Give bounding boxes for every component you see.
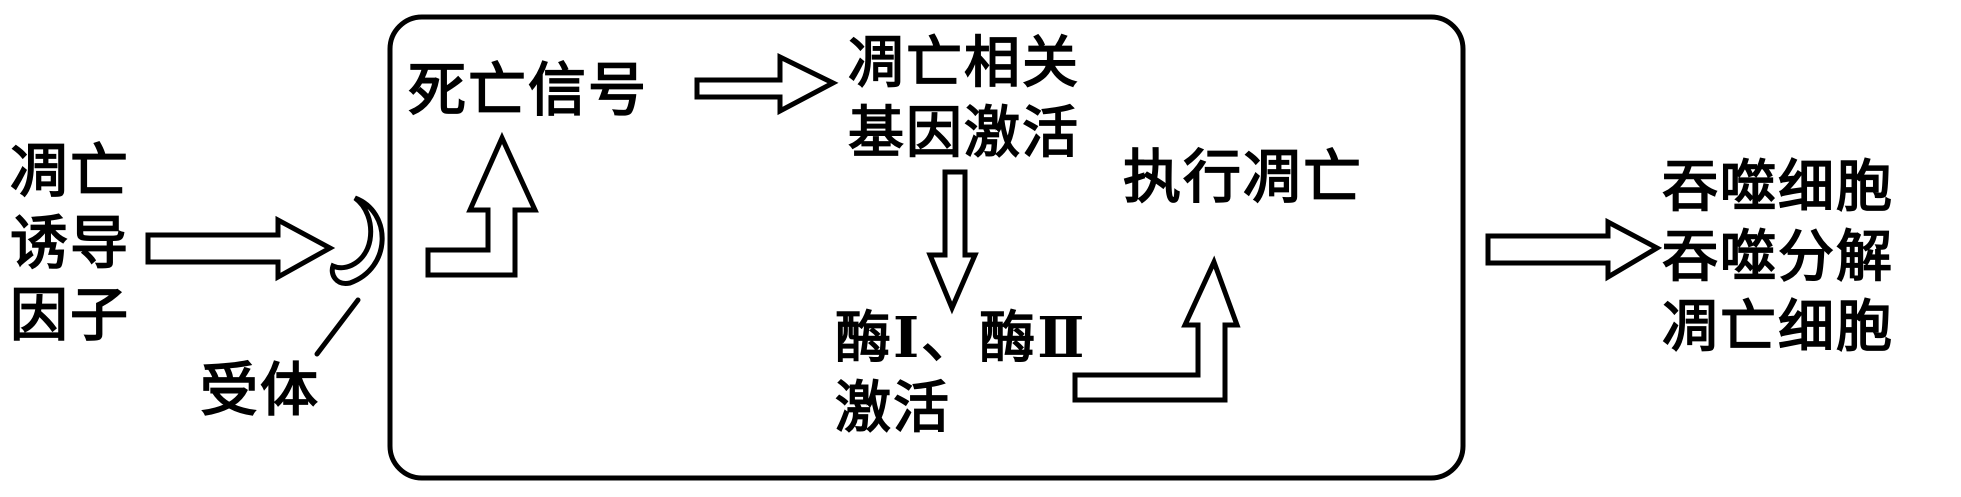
gene-activation-line: 基因激活	[848, 100, 1080, 166]
cell-boundary	[387, 14, 1466, 481]
enzyme-activation-line: 酶Ⅰ、酶Ⅱ	[835, 305, 1087, 371]
enzyme-activation-label: 酶Ⅰ、酶Ⅱ 激活	[835, 303, 1086, 443]
execute-apoptosis-label: 执行凋亡	[1123, 143, 1364, 211]
outcome-line: 凋亡细胞	[1662, 294, 1894, 360]
inducer-label: 凋亡 诱导 因子	[10, 135, 130, 351]
gene-activation-line: 凋亡相关	[848, 30, 1080, 96]
receptor-pointer-line	[314, 297, 361, 357]
arrow-death-signal-to-genes	[694, 52, 839, 116]
arrow-inducer-to-receptor	[145, 215, 336, 282]
death-signal-label: 死亡信号	[408, 56, 649, 124]
enzyme-activation-line: 激活	[835, 375, 951, 441]
arrow-enzymes-to-execute	[1072, 255, 1241, 403]
outcome-line: 吞噬细胞	[1662, 154, 1894, 220]
arrow-genes-to-enzymes	[926, 169, 979, 315]
inducer-line: 凋亡	[10, 137, 131, 205]
outcome-label: 吞噬细胞 吞噬分解 凋亡细胞	[1662, 152, 1894, 362]
receptor-crescent-icon	[329, 195, 385, 286]
arrow-receptor-to-death-signal	[425, 131, 539, 278]
gene-activation-label: 凋亡相关 基因激活	[848, 28, 1080, 168]
inducer-line: 诱导	[10, 209, 131, 277]
outcome-line: 吞噬分解	[1662, 224, 1894, 290]
receptor-label: 受体	[200, 356, 321, 424]
inducer-line: 因子	[10, 281, 131, 349]
arrow-execute-to-outcome	[1485, 217, 1663, 282]
